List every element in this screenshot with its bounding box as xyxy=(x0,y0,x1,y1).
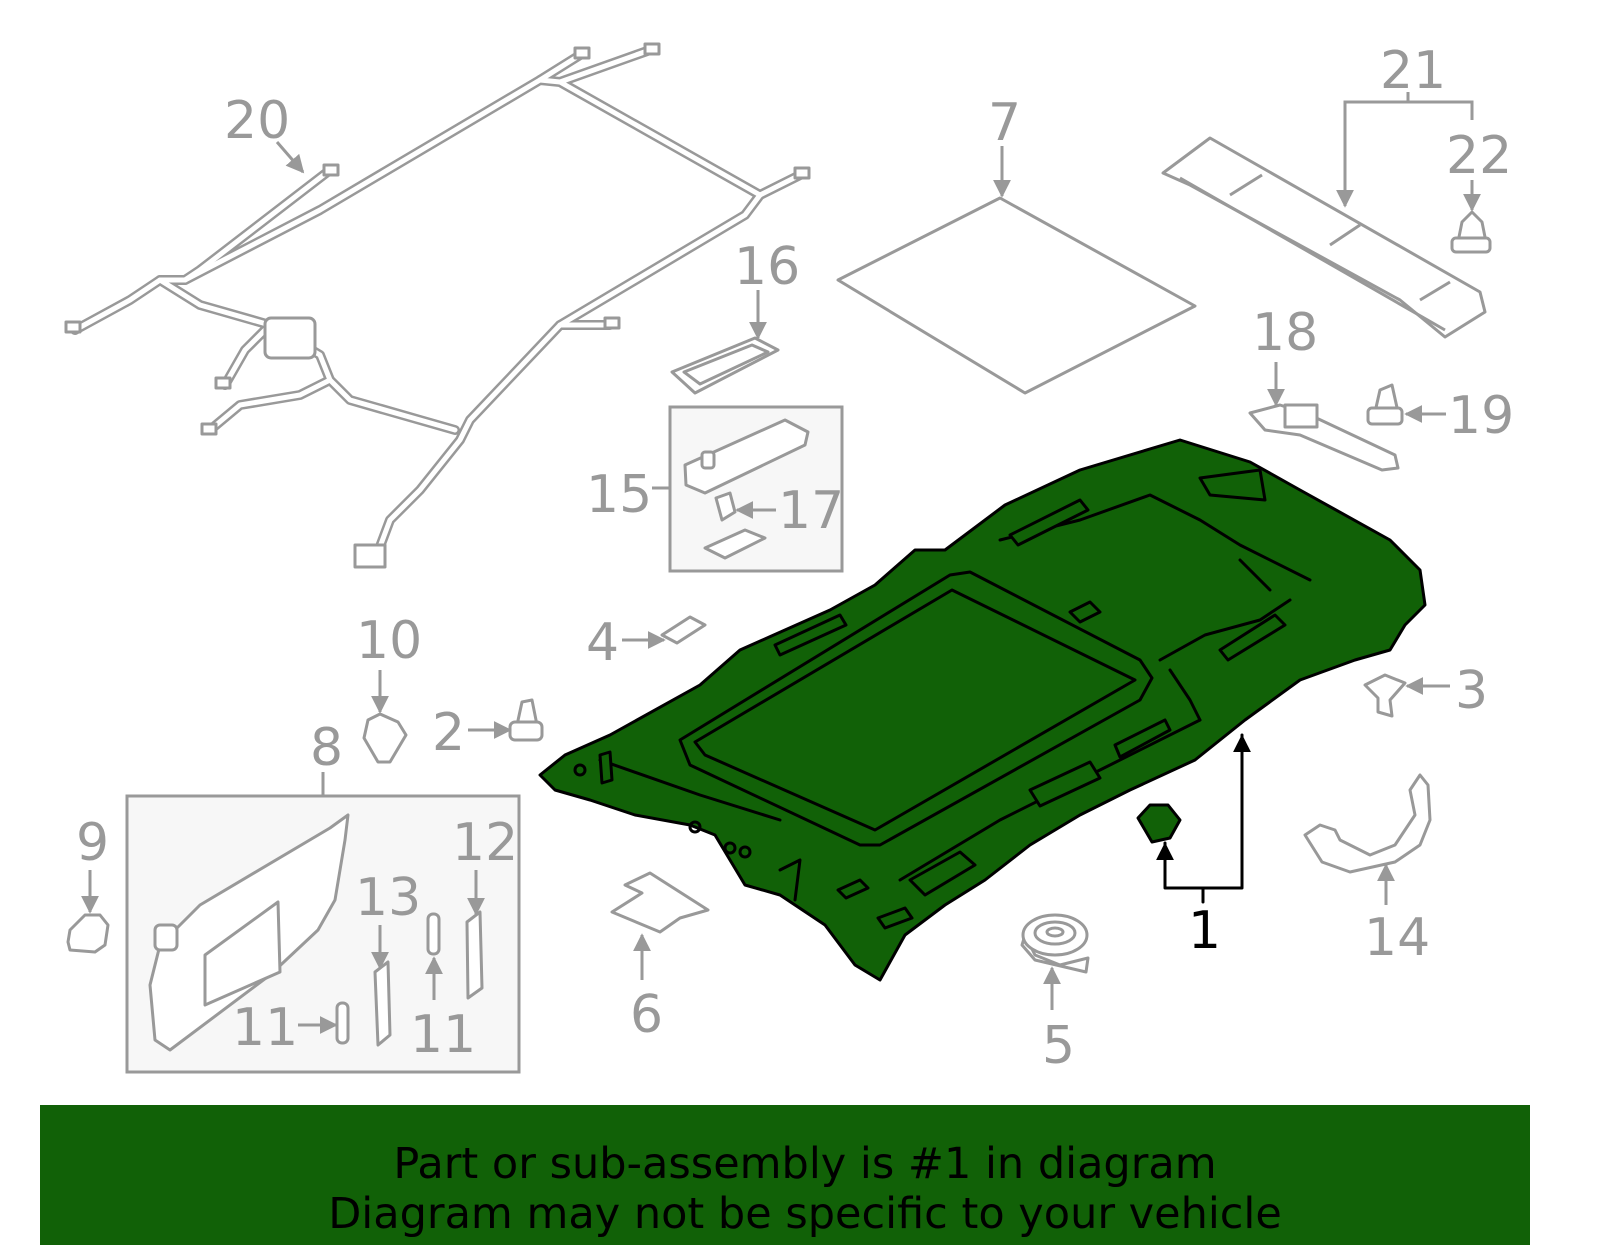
svg-text:19: 19 xyxy=(1448,386,1514,446)
svg-text:21: 21 xyxy=(1380,41,1446,101)
svg-text:4: 4 xyxy=(586,613,619,673)
svg-text:1: 1 xyxy=(1188,901,1221,961)
svg-text:6: 6 xyxy=(630,985,663,1045)
banner-background xyxy=(40,1105,1530,1245)
clip-part-22 xyxy=(1450,210,1492,254)
callout-19: 19 xyxy=(1404,386,1514,446)
callout-18: 18 xyxy=(1252,303,1318,407)
callout-20: 20 xyxy=(224,91,305,174)
clip-part-2 xyxy=(508,698,544,742)
callout-11a: 11 xyxy=(232,998,338,1058)
callout-5: 5 xyxy=(1042,966,1075,1076)
bracket-part-18 xyxy=(1248,403,1400,472)
wiring-harness-part-20 xyxy=(64,42,811,569)
callout-7: 7 xyxy=(988,93,1021,198)
callout-22: 22 xyxy=(1446,126,1512,212)
svg-text:11: 11 xyxy=(410,1005,476,1065)
callout-9: 9 xyxy=(76,813,109,914)
callout-11b: 11 xyxy=(410,956,476,1065)
svg-text:14: 14 xyxy=(1364,908,1430,968)
callout-3: 3 xyxy=(1405,661,1488,721)
callout-17: 17 xyxy=(735,481,844,541)
callout-1: 1 xyxy=(1156,733,1251,961)
callout-12: 12 xyxy=(452,813,518,916)
svg-text:18: 18 xyxy=(1252,303,1318,363)
callout-8: 8 xyxy=(310,718,343,796)
callout-10: 10 xyxy=(356,611,422,714)
svg-text:13: 13 xyxy=(355,868,421,928)
svg-text:7: 7 xyxy=(988,93,1021,153)
banner-line-2: Diagram may not be specific to your vehi… xyxy=(328,1189,1282,1239)
panel-part-7 xyxy=(836,196,1197,395)
lamp-assembly-box-part-15 xyxy=(668,405,844,573)
callout-6: 6 xyxy=(630,933,663,1045)
callout-14: 14 xyxy=(1364,863,1430,968)
svg-text:9: 9 xyxy=(76,813,109,873)
svg-text:3: 3 xyxy=(1455,661,1488,721)
callout-21: 21 xyxy=(1336,41,1474,208)
svg-text:12: 12 xyxy=(452,813,518,873)
callout-16: 16 xyxy=(734,237,800,340)
svg-text:22: 22 xyxy=(1446,126,1512,186)
svg-text:5: 5 xyxy=(1042,1016,1075,1076)
svg-text:15: 15 xyxy=(586,465,652,525)
lamp-part-16 xyxy=(670,336,780,395)
svg-text:8: 8 xyxy=(310,718,343,778)
clip-part-19 xyxy=(1366,383,1404,426)
clip-part-9 xyxy=(66,913,110,954)
svg-text:17: 17 xyxy=(778,481,844,541)
holder-part-10 xyxy=(362,712,408,764)
banner-line-1: Part or sub-assembly is #1 in diagram xyxy=(393,1139,1217,1189)
info-banner: Part or sub-assembly is #1 in diagram Di… xyxy=(40,1133,1570,1245)
grab-handle-part-14 xyxy=(1303,773,1432,874)
tape-roll-part-5 xyxy=(1020,913,1090,974)
callout-2: 2 xyxy=(432,703,512,763)
svg-text:10: 10 xyxy=(356,611,422,671)
clip-part-3 xyxy=(1363,673,1407,718)
clip-part-4 xyxy=(660,615,707,645)
headliner-part-1 xyxy=(538,438,1427,982)
svg-text:2: 2 xyxy=(432,703,465,763)
pad-part-6 xyxy=(610,871,710,934)
svg-text:16: 16 xyxy=(734,237,800,297)
roof-rail-part-21 xyxy=(1161,136,1487,339)
callout-4: 4 xyxy=(586,613,666,673)
callout-13: 13 xyxy=(355,868,421,970)
callout-15: 15 xyxy=(586,465,670,525)
svg-text:11: 11 xyxy=(232,998,298,1058)
svg-text:20: 20 xyxy=(224,91,290,151)
